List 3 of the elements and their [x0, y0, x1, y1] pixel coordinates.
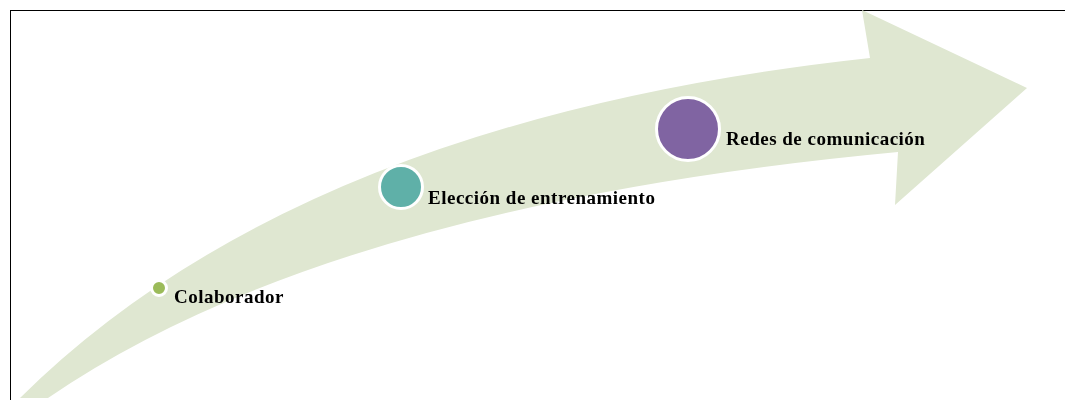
step-label: Elección de entrenamiento: [428, 187, 657, 208]
step-label: Redes de comunicación: [726, 128, 927, 149]
step-label: Colaborador: [174, 286, 285, 307]
